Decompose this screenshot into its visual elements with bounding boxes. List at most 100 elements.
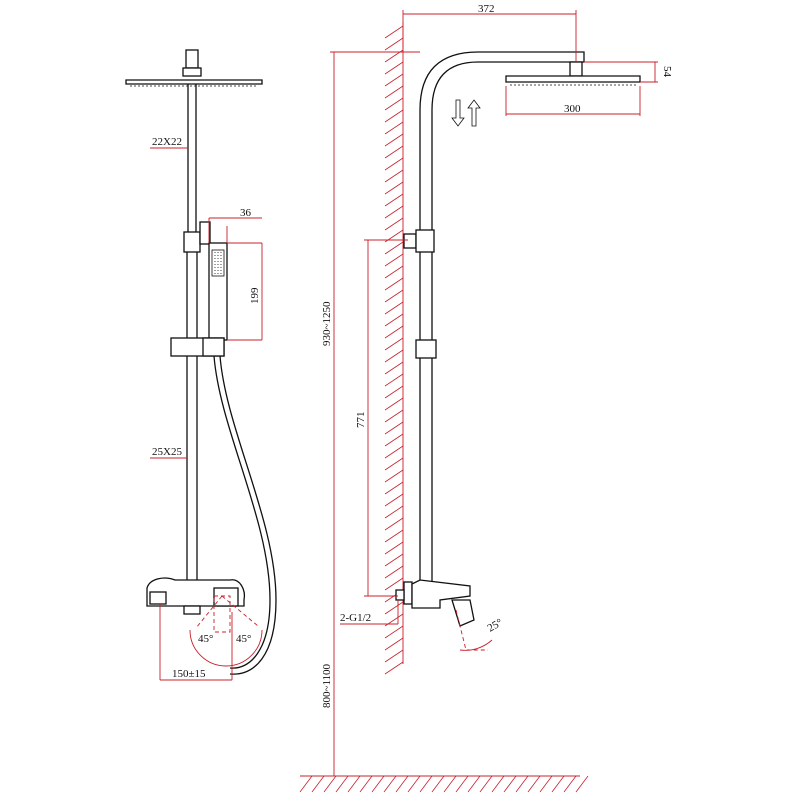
side-view: 372 300 54 930~1250 771 2-G1/2 25° 800~1… bbox=[299, 3, 673, 793]
wall-hatch-line bbox=[384, 337, 404, 351]
handle-rotation-indicator bbox=[189, 595, 263, 667]
lower-pipe-size-label: 25X25 bbox=[152, 446, 182, 458]
wall-hatch-line bbox=[384, 577, 404, 591]
floor-hatch-line bbox=[479, 775, 493, 793]
wall-hatch-line bbox=[384, 385, 404, 399]
mixer-body-side bbox=[395, 579, 493, 651]
floor-hatch-line bbox=[323, 775, 337, 793]
wall-hatch-line bbox=[384, 565, 404, 579]
head-width-label: 300 bbox=[564, 103, 581, 115]
wall-hatch-line bbox=[384, 529, 404, 543]
floor-hatch-line bbox=[551, 775, 565, 793]
rain-shower-head-front bbox=[125, 49, 263, 87]
wall-hatch-line bbox=[384, 325, 404, 339]
floor-hatch-line bbox=[443, 775, 457, 793]
wall-hatch-line bbox=[384, 157, 404, 171]
floor-hatch-line bbox=[371, 775, 385, 793]
wall-hatch-line bbox=[384, 313, 404, 327]
wall-hatch-line bbox=[384, 373, 404, 387]
wall-hatch-line bbox=[384, 625, 404, 639]
floor-hatch-line bbox=[527, 775, 541, 793]
wall-section bbox=[384, 22, 404, 675]
wall-hatch-line bbox=[384, 73, 404, 87]
hand-shower-length-label: 199 bbox=[249, 287, 261, 304]
hand-shower-width-label: 36 bbox=[240, 207, 252, 219]
mixer-height-range-label: 800~1100 bbox=[321, 663, 333, 708]
wall-hatch-line bbox=[384, 361, 404, 375]
floor-hatch-line bbox=[335, 775, 349, 793]
floor-hatch-line bbox=[299, 775, 313, 793]
inlet-spacing-label: 150±15 bbox=[172, 668, 206, 680]
wall-hatch-line bbox=[384, 481, 404, 495]
floor-hatch-line bbox=[383, 775, 397, 793]
wall-hatch-line bbox=[384, 241, 404, 255]
wall-hatch-line bbox=[384, 409, 404, 423]
floor-hatch-line bbox=[503, 775, 517, 793]
head-height-label: 54 bbox=[661, 66, 673, 78]
wall-hatch-line bbox=[384, 517, 404, 531]
floor-hatch-line bbox=[491, 775, 505, 793]
wall-hatch-line bbox=[384, 133, 404, 147]
wall-hatch-line bbox=[384, 493, 404, 507]
floor-hatch-line bbox=[395, 775, 409, 793]
total-height-range-label: 930~1250 bbox=[321, 301, 333, 346]
hand-shower-bracket-front bbox=[183, 221, 228, 341]
floor-hatch-line bbox=[575, 775, 589, 793]
wall-hatch-line bbox=[384, 85, 404, 99]
height-adjust-arrows bbox=[451, 99, 481, 127]
spout-angle-label: 25° bbox=[486, 617, 505, 635]
wall-hatch-line bbox=[384, 109, 404, 123]
wall-hatch-line bbox=[384, 61, 404, 75]
floor-hatch-line bbox=[419, 775, 433, 793]
holder-clip-front bbox=[202, 337, 225, 357]
upper-pipe-size-label: 22X22 bbox=[152, 136, 182, 148]
wall-hatch-line bbox=[384, 181, 404, 195]
pipe-connector-upper bbox=[415, 229, 435, 253]
bracket-height-label: 771 bbox=[355, 412, 367, 429]
floor-hatch-line bbox=[563, 775, 577, 793]
wall-hatch-line bbox=[384, 253, 404, 267]
holder-side bbox=[415, 339, 437, 359]
wall-hatch-line bbox=[384, 637, 404, 651]
handle-angle-right-label: 45° bbox=[236, 633, 251, 645]
wall-hatch-line bbox=[384, 397, 404, 411]
wall-hatch-line bbox=[384, 217, 404, 231]
lower-pipe-front bbox=[186, 252, 198, 582]
wall-hatch-line bbox=[384, 421, 404, 435]
wall-hatch-line bbox=[384, 277, 404, 291]
wall-hatch-line bbox=[384, 349, 404, 363]
shower-hose-front bbox=[213, 355, 271, 669]
wall-hatch-line bbox=[384, 25, 404, 39]
arm-reach-label: 372 bbox=[478, 3, 495, 15]
floor-hatch-line bbox=[431, 775, 445, 793]
wall-hatch-line bbox=[384, 97, 404, 111]
wall-hatch-line bbox=[384, 301, 404, 315]
wall-hatch-line bbox=[384, 265, 404, 279]
wall-hatch-line bbox=[384, 661, 404, 675]
floor-hatch-line bbox=[467, 775, 481, 793]
wall-hatch-line bbox=[384, 37, 404, 51]
floor-hatch-line bbox=[311, 775, 325, 793]
wall-hatch-line bbox=[384, 145, 404, 159]
wall-hatch-line bbox=[384, 289, 404, 303]
floor-hatch-line bbox=[407, 775, 421, 793]
wall-hatch-line bbox=[384, 433, 404, 447]
front-view: 22X22 25X25 36 199 45° 45° 150±15 bbox=[125, 49, 277, 681]
wall-hatch-line bbox=[384, 649, 404, 663]
wall-hatch-line bbox=[384, 121, 404, 135]
floor-hatch-line bbox=[347, 775, 361, 793]
wall-hatch-line bbox=[384, 601, 404, 615]
wall-hatch-line bbox=[384, 505, 404, 519]
floor-hatch-line bbox=[455, 775, 469, 793]
shower-arm-side bbox=[419, 51, 641, 232]
wall-hatch-line bbox=[384, 193, 404, 207]
side-dimensions bbox=[330, 10, 658, 776]
floor-hatch-line bbox=[539, 775, 553, 793]
front-dimensions bbox=[150, 147, 263, 681]
floor-hatch-line bbox=[359, 775, 373, 793]
floor-section bbox=[299, 775, 589, 793]
handle-angle-left-label: 45° bbox=[198, 633, 213, 645]
wall-bracket-side bbox=[403, 233, 417, 249]
wall-hatch-line bbox=[384, 541, 404, 555]
